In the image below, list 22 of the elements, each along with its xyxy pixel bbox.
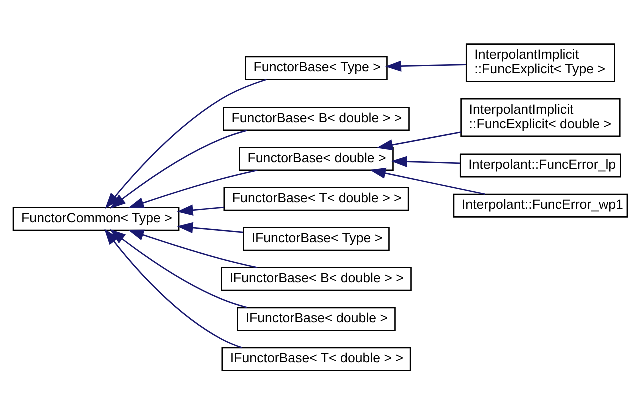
- node-box: FunctorBase< Type >: [245, 56, 388, 80]
- node-box: IFunctorBase< T< double > >: [222, 347, 412, 372]
- arrow: [386, 60, 466, 72]
- arrow: [128, 170, 258, 209]
- node-box: IFunctorBase< B< double > >: [221, 267, 412, 292]
- arrow: [110, 229, 248, 308]
- node-box: Interpolant::FuncError_wp1: [453, 194, 628, 218]
- arrow: [177, 222, 244, 234]
- arrow: [376, 132, 462, 151]
- node-box: FunctorBase< B< double > >: [223, 107, 410, 132]
- arrow: [177, 204, 224, 216]
- arrow: [104, 228, 243, 349]
- node-box: Interpolant::FuncError_lp: [460, 154, 622, 178]
- node-box: InterpolantImplicit ::FuncExplicit< double >: [460, 98, 621, 138]
- node-box: FunctorBase< double >: [239, 147, 394, 172]
- arrow: [391, 156, 460, 168]
- node-box: IFunctorBase< double >: [237, 307, 396, 332]
- node-box: FunctorCommon< Type >: [12, 207, 180, 232]
- node-box: FunctorBase< T< double > >: [224, 187, 410, 212]
- arrow: [110, 130, 248, 209]
- node-box: IFunctorBase< Type >: [243, 227, 390, 252]
- node-box: InterpolantImplicit ::FuncExplicit< Type >: [466, 44, 616, 82]
